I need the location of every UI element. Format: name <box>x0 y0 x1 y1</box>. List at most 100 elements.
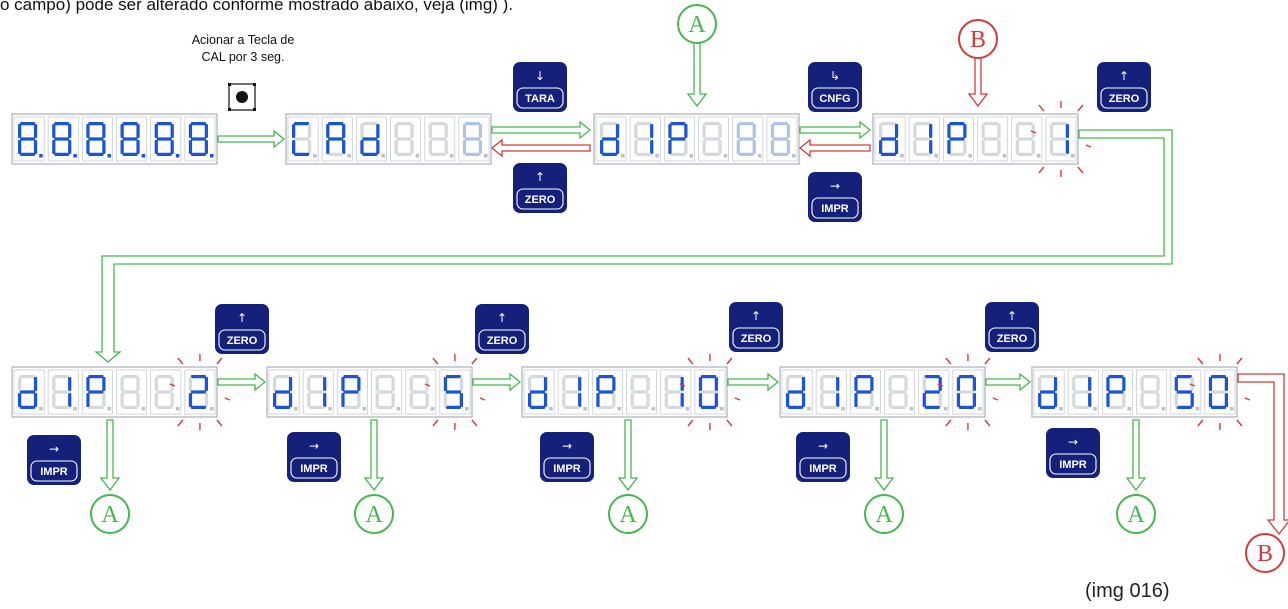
key-arrow-icon: ↑ <box>237 311 247 325</box>
arrow-20-to-50 <box>985 372 1032 392</box>
key-label: ZERO <box>525 194 556 206</box>
b-connector <box>1237 373 1288 536</box>
blink-indicator <box>679 354 741 430</box>
display-all-segments <box>11 113 218 165</box>
digit <box>81 116 113 162</box>
svg-text:B: B <box>1257 541 1273 567</box>
svg-text:A: A <box>619 502 637 528</box>
key-label: ZERO <box>227 335 258 347</box>
loop-connector <box>94 129 1173 363</box>
impr-key[interactable]: →IMPR <box>808 172 862 222</box>
display-dp-20 <box>779 354 999 430</box>
zero-key[interactable]: ↑ ZERO <box>729 302 783 352</box>
key-label: IMPR <box>40 466 68 478</box>
digit <box>287 116 319 162</box>
arrow-zero-back <box>490 138 591 158</box>
impr-key[interactable]: →IMPR <box>287 432 341 482</box>
key-arrow-icon: ↳ <box>830 69 840 83</box>
zero-key[interactable]: ↑ ZERO <box>513 163 567 213</box>
digit <box>321 116 353 162</box>
tara-key[interactable]: ↓TARA <box>513 62 567 112</box>
badge-a: A <box>864 494 904 534</box>
badge-a: A <box>354 494 394 534</box>
arrow-a-down <box>686 41 708 108</box>
blink-indicator <box>424 354 486 430</box>
arrow-to-cad <box>217 129 286 149</box>
cal-button-icon[interactable] <box>228 83 256 111</box>
digit <box>150 369 182 415</box>
blink-indicator <box>1030 101 1092 177</box>
digit <box>424 116 456 162</box>
key-label: IMPR <box>809 463 837 475</box>
display-dp-menu <box>593 113 800 165</box>
digit <box>302 369 334 415</box>
badge-b: B <box>1245 533 1285 573</box>
digit <box>116 116 148 162</box>
zero-key[interactable]: ↑ ZERO <box>985 302 1039 352</box>
digit <box>371 369 403 415</box>
digit <box>732 116 764 162</box>
cnfg-key[interactable]: ↳ CNFG <box>808 62 862 112</box>
digit <box>884 369 916 415</box>
zero-key[interactable]: ↑ ZERO <box>475 304 529 354</box>
key-arrow-icon: → <box>1068 435 1078 449</box>
svg-text:B: B <box>970 27 986 53</box>
arrow-to-a-2 <box>617 419 639 492</box>
digit <box>1170 369 1202 415</box>
key-arrow-icon: ↓ <box>535 69 545 83</box>
zero-key[interactable]: ↑ZERO <box>1097 62 1151 112</box>
display-dp-1 <box>872 101 1092 177</box>
key-arrow-icon: ↑ <box>535 170 545 184</box>
digit <box>355 116 387 162</box>
arrow-to-a-0 <box>99 419 121 492</box>
digit <box>1011 116 1043 162</box>
digit <box>13 116 45 162</box>
blink-indicator <box>937 354 999 430</box>
keys: ↓TARA ↑ ZERO ↳ CNFG → IMPR ↑ ZERO ↑ ZERO ↑ ZERO ↑ ZERO… <box>27 62 1151 485</box>
digit <box>184 369 216 415</box>
key-arrow-icon: ↑ <box>751 309 761 323</box>
digit <box>694 369 726 415</box>
digit <box>458 116 490 162</box>
instruction-label: Acionar a Tecla de CAL por 3 seg. <box>168 32 318 66</box>
key-arrow-icon: ↑ <box>497 311 507 325</box>
zero-key[interactable]: ↑ ZERO <box>215 304 269 354</box>
digit <box>268 369 300 415</box>
arrow-5-to-10 <box>472 372 522 392</box>
digit <box>1045 116 1077 162</box>
impr-key[interactable]: → IMPR <box>796 432 850 482</box>
instruction-line-2: CAL por 3 seg. <box>201 50 285 64</box>
digit <box>663 116 695 162</box>
digit <box>626 369 658 415</box>
key-label: ZERO <box>741 333 772 345</box>
svg-text:A: A <box>365 502 383 528</box>
digit <box>660 369 692 415</box>
digit <box>116 369 148 415</box>
key-arrow-icon: → <box>309 439 319 453</box>
digit <box>942 116 974 162</box>
key-label: CNFG <box>819 93 850 105</box>
impr-key[interactable]: →IMPR <box>540 432 594 482</box>
figure-caption: (img 016) <box>1085 580 1170 602</box>
digit <box>1067 369 1099 415</box>
digit <box>523 369 555 415</box>
digit <box>47 369 79 415</box>
impr-key[interactable]: →IMPR <box>1046 428 1100 478</box>
arrow-to-a-1 <box>363 419 385 492</box>
digit <box>47 116 79 162</box>
impr-key[interactable]: →IMPR <box>27 435 81 485</box>
key-arrow-icon: → <box>818 439 828 453</box>
digit <box>336 369 368 415</box>
badge-a: A <box>1116 494 1156 534</box>
digit <box>918 369 950 415</box>
blink-indicator <box>1189 354 1251 430</box>
digit <box>849 369 881 415</box>
key-label: ZERO <box>997 333 1028 345</box>
digit <box>591 369 623 415</box>
key-arrow-icon: ↑ <box>1007 309 1017 323</box>
digit <box>184 116 216 162</box>
svg-text:A: A <box>1127 502 1145 528</box>
key-label: ZERO <box>1109 93 1140 105</box>
key-label: ZERO <box>487 335 518 347</box>
arrow-10-to-20 <box>727 372 780 392</box>
